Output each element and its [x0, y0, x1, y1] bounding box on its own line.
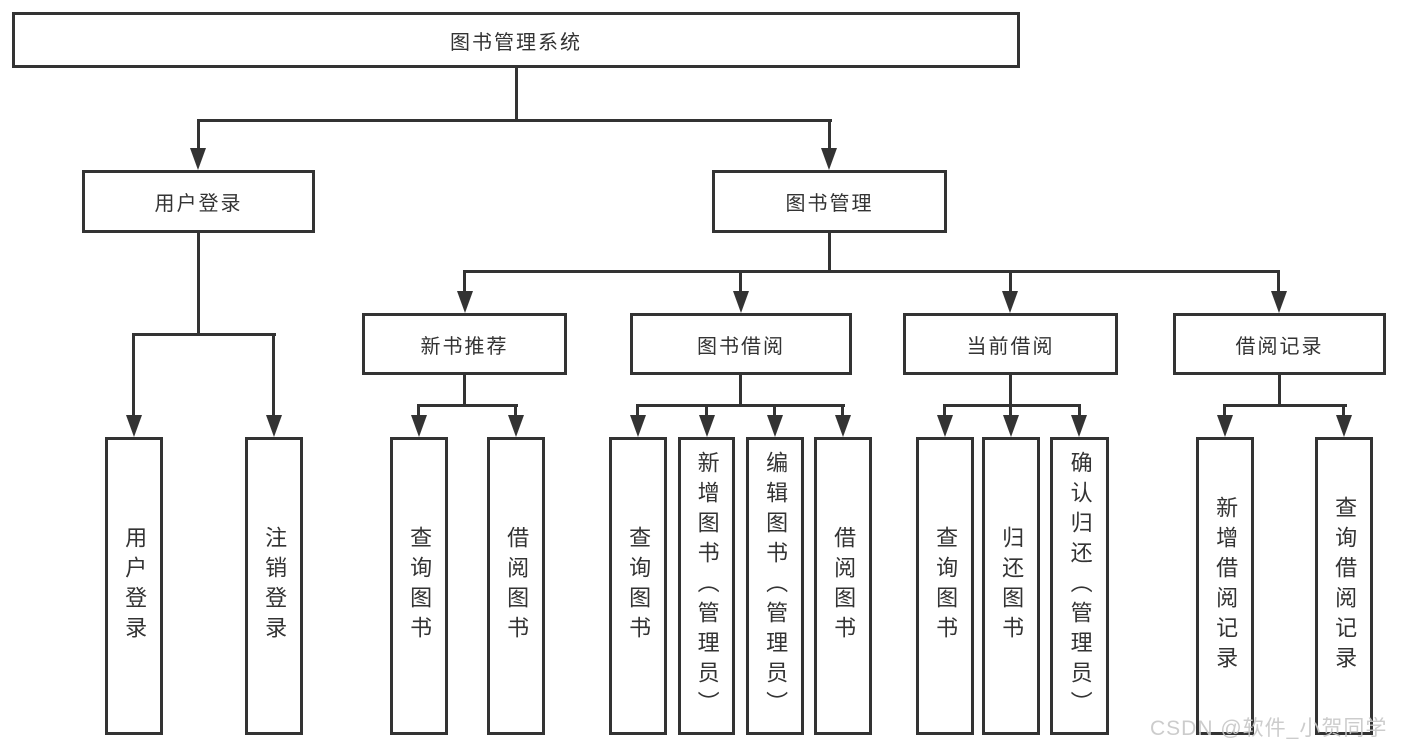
leaf-logout: 注销登录 [245, 437, 303, 735]
node-user-login: 用户登录 [82, 170, 315, 233]
arrow-down-icon [1002, 291, 1018, 313]
arrow-down-icon [937, 415, 953, 437]
connector-line [132, 333, 135, 417]
connector-line [514, 404, 517, 417]
connector-line [739, 375, 742, 407]
connector-line [417, 404, 518, 407]
connector-line [1278, 375, 1281, 407]
leaf-confirm-return-admin: 确认归还（管理员） [1050, 437, 1109, 735]
arrow-down-icon [1071, 415, 1087, 437]
connector-line [463, 270, 1280, 273]
connector-line [1009, 375, 1012, 407]
connector-line [828, 233, 831, 273]
leaf-add-books-admin: 新增图书（管理员） [678, 437, 735, 735]
leaf-query-borrow-record: 查询借阅记录 [1315, 437, 1373, 735]
connector-line [417, 404, 420, 417]
connector-line [1009, 270, 1012, 293]
leaf-query-books-current-label: 查询图书 [933, 526, 959, 646]
connector-line [841, 404, 844, 417]
node-current-borrowing-label: 当前借阅 [966, 335, 1055, 358]
connector-line [739, 270, 742, 293]
leaf-edit-books-admin: 编辑图书（管理员） [746, 437, 804, 735]
node-current-borrowing: 当前借阅 [903, 313, 1118, 375]
connector-line [1277, 270, 1280, 293]
connector-line [636, 404, 639, 417]
connector-line [943, 404, 1081, 407]
arrow-down-icon [733, 291, 749, 313]
leaf-add-borrow-record: 新增借阅记录 [1196, 437, 1254, 735]
node-book-management: 图书管理 [712, 170, 947, 233]
connector-line [773, 404, 776, 417]
node-new-book-recommendation: 新书推荐 [362, 313, 567, 375]
arrow-down-icon [411, 415, 427, 437]
connector-line [1009, 404, 1012, 417]
leaf-user-login: 用户登录 [105, 437, 163, 735]
leaf-borrow-books-recommend: 借阅图书 [487, 437, 545, 735]
watermark: CSDN @软件_小贺同学 [1150, 717, 1388, 740]
connector-line [515, 68, 518, 120]
arrow-down-icon [1336, 415, 1352, 437]
node-root: 图书管理系统 [12, 12, 1020, 68]
arrow-down-icon [767, 415, 783, 437]
arrow-down-icon [266, 415, 282, 437]
leaf-return-books-label: 归还图书 [999, 526, 1025, 646]
connector-line [272, 333, 275, 417]
arrow-down-icon [190, 148, 206, 170]
connector-line [1223, 404, 1226, 417]
leaf-query-books-recommend-label: 查询图书 [407, 526, 433, 646]
leaf-borrow-books-borrowing: 借阅图书 [814, 437, 872, 735]
leaf-borrow-books-recommend-label: 借阅图书 [504, 526, 530, 646]
node-borrowing-records: 借阅记录 [1173, 313, 1386, 375]
node-borrowing-records-label: 借阅记录 [1235, 335, 1324, 358]
connector-line [132, 333, 276, 336]
node-user-login-label: 用户登录 [154, 193, 243, 215]
connector-line [1223, 404, 1347, 407]
leaf-borrow-books-borrowing-label: 借阅图书 [831, 526, 857, 646]
arrow-down-icon [630, 415, 646, 437]
leaf-confirm-return-admin-label: 确认归还（管理员） [1067, 451, 1093, 721]
arrow-down-icon [508, 415, 524, 437]
arrow-down-icon [821, 148, 837, 170]
connector-line [828, 119, 831, 150]
arrow-down-icon [457, 291, 473, 313]
leaf-logout-label: 注销登录 [262, 526, 288, 646]
leaf-query-borrow-record-label: 查询借阅记录 [1332, 496, 1358, 676]
leaf-query-books-borrowing-label: 查询图书 [626, 526, 652, 646]
leaf-add-books-admin-label: 新增图书（管理员） [694, 451, 720, 721]
node-new-book-recommendation-label: 新书推荐 [420, 335, 509, 358]
leaf-query-books-current: 查询图书 [916, 437, 974, 735]
leaf-return-books: 归还图书 [982, 437, 1040, 735]
node-root-label: 图书管理系统 [450, 31, 582, 54]
connector-line [1342, 404, 1345, 417]
connector-line [197, 233, 200, 336]
node-book-borrowing-label: 图书借阅 [697, 335, 785, 358]
leaf-edit-books-admin-label: 编辑图书（管理员） [763, 451, 789, 721]
connector-line [197, 119, 832, 122]
connector-line [463, 375, 466, 407]
node-book-borrowing: 图书借阅 [630, 313, 852, 375]
arrow-down-icon [126, 415, 142, 437]
leaf-user-login-label: 用户登录 [122, 526, 148, 646]
leaf-query-books-recommend: 查询图书 [390, 437, 448, 735]
arrow-down-icon [699, 415, 715, 437]
arrow-down-icon [835, 415, 851, 437]
arrow-down-icon [1003, 415, 1019, 437]
connector-line [705, 404, 708, 417]
leaf-add-borrow-record-label: 新增借阅记录 [1213, 496, 1239, 676]
connector-line [636, 404, 845, 407]
connector-line [1078, 404, 1081, 417]
node-book-management-label: 图书管理 [785, 193, 874, 215]
arrow-down-icon [1217, 415, 1233, 437]
leaf-query-books-borrowing: 查询图书 [609, 437, 667, 735]
connector-line [943, 404, 946, 417]
arrow-down-icon [1271, 291, 1287, 313]
connector-line [463, 270, 466, 293]
connector-line [197, 119, 200, 150]
